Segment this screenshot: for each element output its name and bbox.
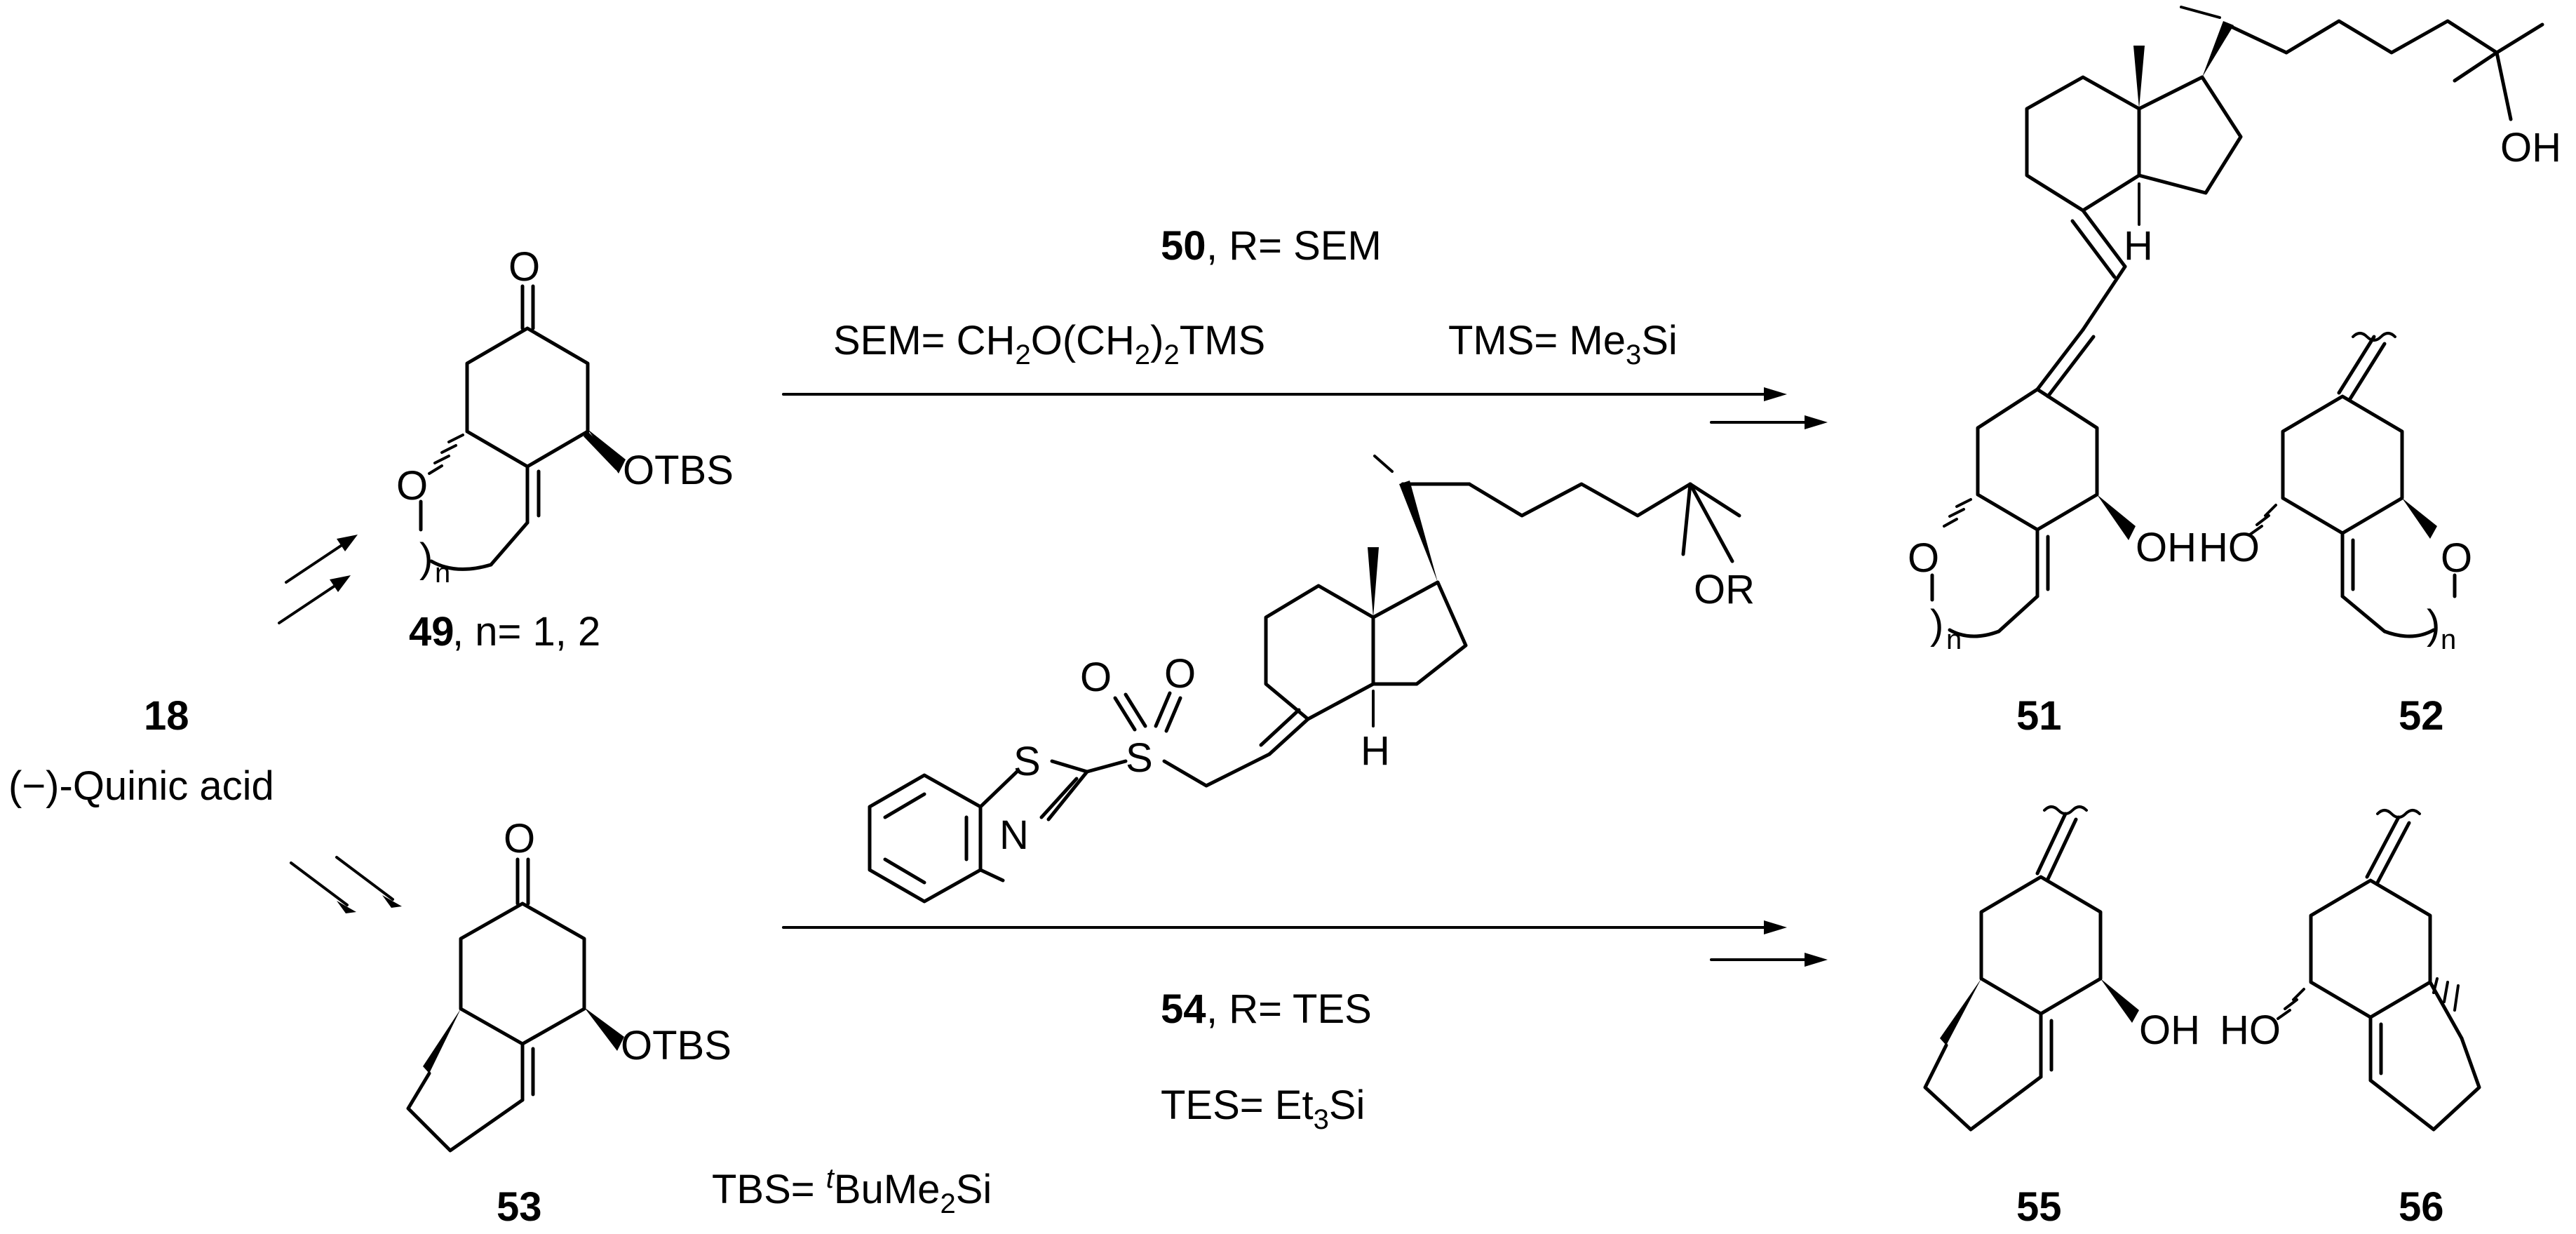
- svg-text:TMS= Me3Si: TMS= Me3Si: [1448, 318, 1678, 370]
- compound-18: 18 (−)-Quinic acid: [8, 693, 274, 809]
- reagent-sulfonyl-s: S: [1126, 735, 1153, 781]
- svg-text:SEM= CH2O(CH2)2TMS: SEM= CH2O(CH2)2TMS: [833, 318, 1265, 370]
- compound-49-otbs: OTBS: [623, 448, 734, 493]
- compound-49-desc: , n= 1, 2: [452, 609, 600, 655]
- reagent-ring-s: S: [1013, 739, 1041, 784]
- tbs-c: Si: [956, 1167, 992, 1212]
- arrow-bottom: [782, 920, 1828, 967]
- reagent-h: H: [1361, 728, 1390, 774]
- compound-52-ho: HO: [2199, 525, 2260, 570]
- compound-49-n: n: [435, 558, 450, 589]
- compound-18-name: (−)-Quinic acid: [8, 763, 274, 809]
- compound-53-number: 53: [497, 1184, 542, 1230]
- compound-56-ho: HO: [2220, 1007, 2281, 1053]
- compound-50-number: 50: [1161, 223, 1206, 269]
- compound-18-number: 18: [144, 693, 189, 739]
- compound-50-r: , R= SEM: [1206, 223, 1382, 269]
- compound-51-h: H: [2124, 223, 2153, 269]
- hash-bond-49: [428, 434, 464, 475]
- compound-52: ) n O HO 52: [2199, 332, 2472, 739]
- tbs-sub: 2: [940, 1188, 955, 1219]
- compound-49-ring-o: O: [396, 463, 428, 509]
- tbs-a: TBS=: [712, 1167, 826, 1212]
- tms-definition: TMS= Me3Si: [1448, 318, 1678, 370]
- compound-49: O ) n O OTBS 49 , n= 1, 2: [396, 244, 734, 655]
- tbs-definition: TBS= tBuMe2Si: [712, 1163, 992, 1219]
- arrows-to-53: [290, 856, 402, 913]
- arrows-to-49: [278, 535, 358, 624]
- compound-52-number: 52: [2399, 693, 2444, 739]
- arrow-top: [782, 387, 1828, 429]
- compound-51-n: n: [1946, 624, 1962, 655]
- tes-definition: TES= Et3Si: [1161, 1082, 1365, 1135]
- reagent-sulfonyl-o1: O: [1080, 655, 1112, 700]
- compound-52-paren: ): [2427, 602, 2440, 648]
- compound-55-oh: OH: [2139, 1007, 2200, 1053]
- svg-text:TBS= tBuMe2Si: TBS= tBuMe2Si: [712, 1163, 992, 1219]
- reagent-ring-n: N: [999, 812, 1029, 858]
- compound-51: H OH ) n O OH 51: [1908, 6, 2561, 739]
- compound-55: OH 55: [1923, 805, 2200, 1230]
- compound-52-n: n: [2441, 624, 2456, 655]
- compound-51-number: 51: [2016, 693, 2062, 739]
- compound-49-number: 49: [409, 609, 454, 655]
- compound-53-carbonyl-o: O: [504, 816, 535, 861]
- compound-51-ring-o: O: [1908, 535, 1939, 581]
- compound-49-paren: ): [419, 535, 433, 581]
- compound-51-paren: ): [1930, 602, 1943, 648]
- compound-55-number: 55: [2016, 1184, 2062, 1230]
- tbs-b: BuMe: [834, 1167, 940, 1212]
- compound-56-number: 56: [2399, 1184, 2444, 1230]
- compound-53-otbs: OTBS: [621, 1023, 731, 1068]
- compound-49-carbonyl-o: O: [508, 244, 540, 290]
- reagent-or: OR: [1694, 567, 1755, 612]
- reagent-sulfone: S N S O O H OR: [868, 455, 1755, 904]
- sem-definition: SEM= CH2O(CH2)2TMS: [833, 318, 1265, 370]
- compound-54-number: 54: [1161, 986, 1206, 1032]
- compound-54-r: , R= TES: [1206, 986, 1372, 1032]
- compound-56: HO 56: [2220, 809, 2481, 1230]
- tbs-sup: t: [826, 1163, 835, 1194]
- reagent-sulfonyl-o2: O: [1164, 651, 1196, 697]
- reagent-50-label: 50 , R= SEM: [1161, 223, 1382, 269]
- compound-51-side-oh: OH: [2500, 125, 2561, 170]
- compound-53: O OTBS 53: [406, 816, 731, 1230]
- reagent-54-label: 54 , R= TES: [1161, 986, 1372, 1032]
- compound-52-ring-o: O: [2441, 535, 2472, 581]
- svg-text:TES= Et3Si: TES= Et3Si: [1161, 1082, 1365, 1135]
- compound-51-oh: OH: [2136, 525, 2197, 570]
